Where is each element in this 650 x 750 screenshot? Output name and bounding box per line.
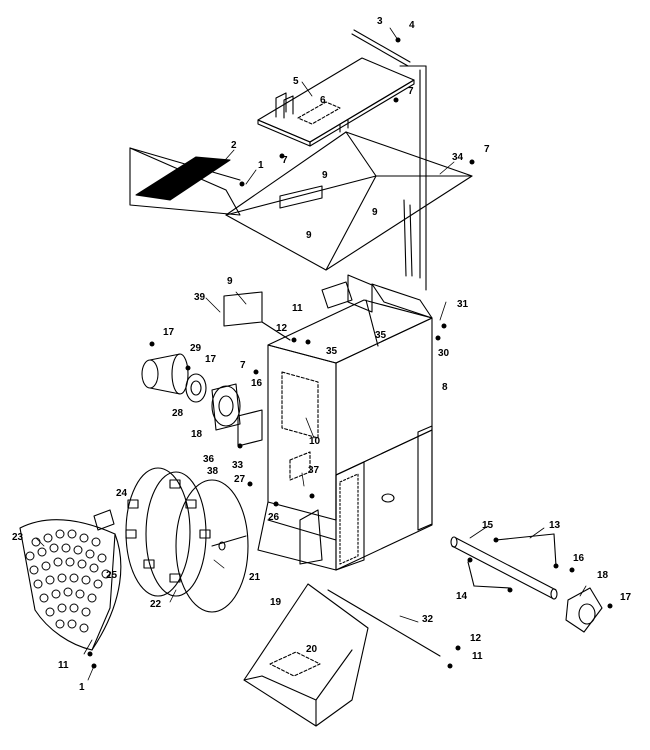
- callout-22: 22: [150, 599, 162, 610]
- base-frame: [257, 425, 433, 571]
- callout-4: 4: [409, 20, 415, 31]
- callout-16: 16: [573, 553, 585, 564]
- callout-9: 9: [306, 230, 312, 241]
- callout-29: 29: [190, 343, 202, 354]
- callout-17: 17: [620, 592, 632, 603]
- callout-17: 17: [163, 327, 175, 338]
- callout-17: 17: [205, 354, 217, 365]
- discharge-hood: [243, 583, 369, 727]
- fasteners: [87, 37, 613, 669]
- callout-39: 39: [194, 292, 206, 303]
- callout-11: 11: [292, 303, 303, 314]
- callout-2: 2: [231, 140, 237, 151]
- callout-8: 8: [442, 382, 448, 393]
- callout-35: 35: [326, 346, 338, 357]
- callout-9: 9: [372, 207, 378, 218]
- feed-chute: [129, 131, 473, 277]
- callout-36: 36: [203, 454, 215, 465]
- callout-6: 6: [320, 95, 326, 106]
- rod: [327, 589, 441, 657]
- drive-shaft: [450, 533, 603, 633]
- callout-9: 9: [227, 276, 233, 287]
- callout-30: 30: [438, 348, 450, 359]
- callout-12: 12: [470, 633, 482, 644]
- rod-part: [351, 29, 427, 291]
- callout-1: 1: [258, 160, 264, 171]
- callout-18: 18: [191, 429, 203, 440]
- callout-25: 25: [106, 570, 118, 581]
- leader-lines: [35, 27, 587, 681]
- screen: [19, 519, 122, 651]
- callout-37: 37: [308, 465, 320, 476]
- callout-32: 32: [422, 614, 434, 625]
- callout-5: 5: [293, 76, 299, 87]
- callout-16: 16: [251, 378, 263, 389]
- callout-3: 3: [377, 16, 383, 27]
- callout-27: 27: [234, 474, 246, 485]
- callout-20: 20: [306, 644, 318, 655]
- callout-26: 26: [268, 512, 280, 523]
- callout-1: 1: [79, 682, 85, 693]
- callout-38: 38: [207, 466, 219, 477]
- callout-7: 7: [484, 144, 490, 155]
- callout-21: 21: [249, 572, 261, 583]
- callout-7: 7: [408, 86, 414, 97]
- rotor-disc-front: [169, 479, 249, 613]
- callout-9: 9: [322, 170, 328, 181]
- gasket-plate: [237, 409, 263, 447]
- callout-14: 14: [456, 591, 468, 602]
- callout-34: 34: [452, 152, 464, 163]
- grate: [135, 156, 231, 201]
- callout-23: 23: [12, 532, 24, 543]
- callout-11: 11: [58, 660, 69, 671]
- motor-assembly: [141, 353, 241, 431]
- bracket-plate: [93, 509, 115, 531]
- callouts: 3 4 5 6 7 2 1 7 9 34 7 9 9 9 39 11 12 35…: [12, 16, 632, 693]
- main-housing: [223, 274, 433, 521]
- callout-7: 7: [282, 155, 288, 166]
- top-cover-plate: [257, 57, 415, 147]
- callout-13: 13: [549, 520, 561, 531]
- callout-28: 28: [172, 408, 184, 419]
- callout-15: 15: [482, 520, 494, 531]
- callout-35: 35: [375, 330, 387, 341]
- callout-10: 10: [309, 436, 321, 447]
- callout-7: 7: [240, 360, 246, 371]
- callout-18: 18: [597, 570, 609, 581]
- callout-19: 19: [270, 597, 282, 608]
- rotor-disc-rear: [125, 467, 211, 597]
- callout-11: 11: [472, 651, 483, 662]
- callout-33: 33: [232, 460, 244, 471]
- callout-12: 12: [276, 323, 288, 334]
- callout-24: 24: [116, 488, 128, 499]
- callout-31: 31: [457, 299, 469, 310]
